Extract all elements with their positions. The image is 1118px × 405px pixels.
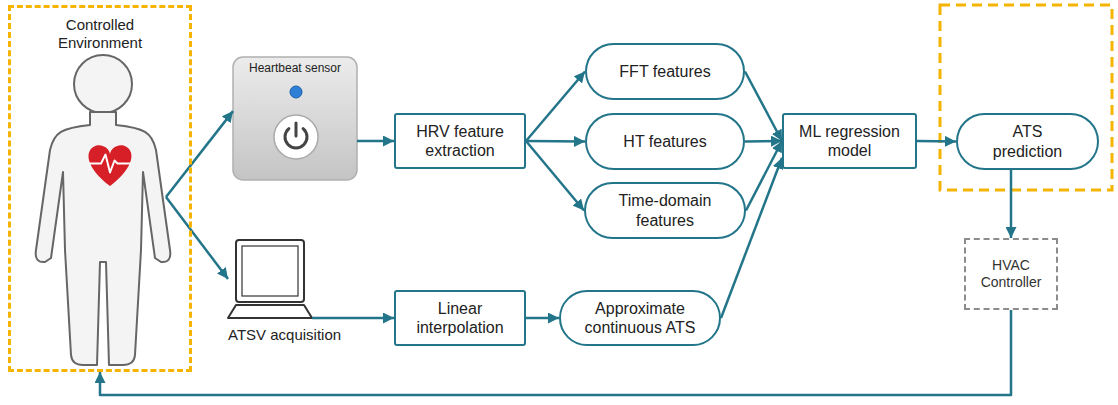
node-label: FFT features xyxy=(619,62,710,81)
text-group: Time-domain features xyxy=(604,191,726,229)
controller-box: HVAC Controller xyxy=(964,238,1058,310)
node-label: HRV feature extraction xyxy=(404,122,516,160)
flow-arrow xyxy=(917,140,956,143)
flow-arrow xyxy=(526,72,585,142)
node-label: HT features xyxy=(623,132,706,151)
process-box: Linear interpolation xyxy=(394,290,526,346)
text-group: HVAC Controller xyxy=(972,257,1050,291)
flow-arrow xyxy=(745,140,782,143)
flow-arrow xyxy=(745,72,782,142)
process-box: HRV feature extraction xyxy=(394,113,526,169)
text-group: Controlled Environment xyxy=(45,16,155,52)
text-group: ATS prediction xyxy=(976,122,1079,160)
node-label: Controlled Environment xyxy=(45,16,155,52)
feature-pill: Time-domain features xyxy=(584,182,746,239)
laptop-drawing xyxy=(228,240,312,318)
laptop-icon: ATSV acquisition xyxy=(228,238,312,320)
node-label: Linear interpolation xyxy=(404,299,516,337)
node-label: ATSV acquisition xyxy=(228,326,341,344)
feature-pill: ATS prediction xyxy=(956,113,1099,170)
output-region xyxy=(940,5,1112,190)
environment-region: Controlled Environment xyxy=(8,5,192,372)
node-label: HVAC Controller xyxy=(972,257,1050,291)
flow-arrow xyxy=(357,140,394,143)
feature-pill: Approximate continuous ATS xyxy=(559,290,721,346)
sensor-device: Heartbeat sensor xyxy=(233,57,357,180)
text-group: HT features xyxy=(623,132,706,151)
flow-arrow xyxy=(100,310,1011,395)
text-group: Heartbeat sensor xyxy=(249,61,341,75)
text-group: Linear interpolation xyxy=(404,299,516,337)
sensor-device-body xyxy=(233,57,357,180)
flow-arrow xyxy=(526,140,585,143)
feature-pill: HT features xyxy=(585,113,745,170)
node-label: Approximate continuous ATS xyxy=(579,299,701,337)
flow-arrow xyxy=(526,141,584,211)
flow-arrow xyxy=(1010,170,1013,238)
flow-arrow xyxy=(166,197,228,279)
node-label: ATS prediction xyxy=(976,122,1079,160)
flow-arrow xyxy=(526,317,559,320)
text-group: Approximate continuous ATS xyxy=(579,299,701,337)
node-label: Time-domain features xyxy=(604,191,726,229)
human-figure xyxy=(36,55,171,365)
process-box: ML regression model xyxy=(782,113,917,169)
flow-arrow xyxy=(721,158,782,318)
text-group: FFT features xyxy=(619,62,710,81)
flow-arrow xyxy=(312,317,394,320)
node-label: Heartbeat sensor xyxy=(249,61,341,75)
flow-arrow xyxy=(166,111,233,197)
text-group: HRV feature extraction xyxy=(404,122,516,160)
feature-pill: FFT features xyxy=(585,43,745,100)
text-group: ATSV acquisition xyxy=(228,326,341,344)
node-label: ML regression model xyxy=(792,122,907,160)
flow-arrow xyxy=(746,141,782,211)
text-group: ML regression model xyxy=(792,122,907,160)
